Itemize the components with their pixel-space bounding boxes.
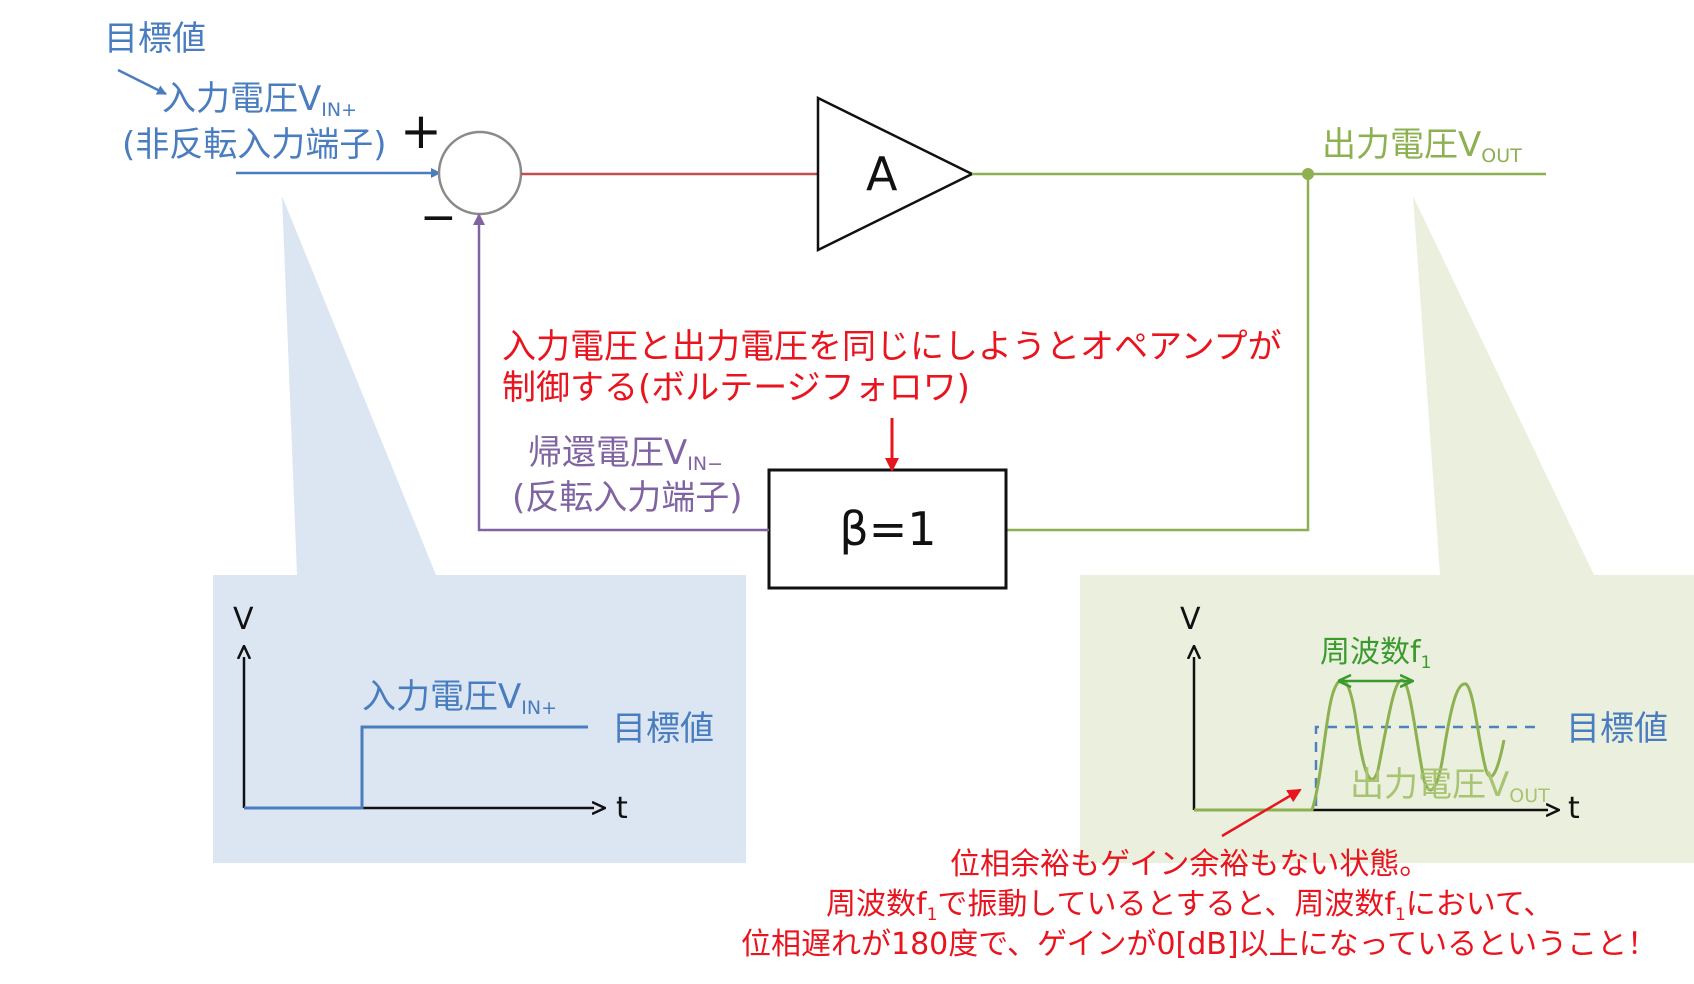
right-t-axis-label: t xyxy=(1568,791,1580,826)
left-callout-pointer xyxy=(282,196,436,575)
target-pointer-arrow xyxy=(117,68,167,96)
beta-label: β=1 xyxy=(839,502,936,556)
left-v-axis-label: V xyxy=(233,602,254,637)
beta-block xyxy=(767,468,1008,590)
right-output-voltage-label: 出力電圧VOUT xyxy=(1350,765,1550,807)
right-v-axis-label: V xyxy=(1180,602,1201,637)
left-input-voltage-label: 入力電圧VIN+ xyxy=(362,677,557,719)
right-callout-pointer xyxy=(1413,196,1594,575)
amplifier-triangle xyxy=(816,95,975,253)
note-line3: 位相遅れが180度で、ゲインが0[dB]以上になっているということ！ xyxy=(741,927,1657,962)
right-target-label: 目標値 xyxy=(1566,709,1668,749)
feedback-path-green xyxy=(1006,174,1310,532)
left-callout-panel xyxy=(213,575,746,863)
feedback-voltage-label: 帰還電圧VIN− xyxy=(528,433,723,475)
inverting-terminal-label: (反転入力端子) xyxy=(512,478,743,518)
amplifier-gain-label: A xyxy=(866,147,898,201)
control-note-line1: 入力電圧と出力電圧を同じにしようとオペアンプが xyxy=(502,327,1282,367)
control-note-line2: 制御する(ボルテージフォロワ) xyxy=(502,368,970,408)
minus-sign: − xyxy=(420,192,457,243)
oscillation-start-pointer xyxy=(1221,788,1302,838)
note-line1: 位相余裕もゲイン余裕もない状態。 xyxy=(950,847,1429,882)
left-t-axis-label: t xyxy=(616,791,628,826)
feedback-path-purple xyxy=(473,213,769,532)
noninverting-terminal-label: (非反転入力端子) xyxy=(122,125,387,165)
note-line2: 周波数f1で振動しているとすると、周波数f1において、 xyxy=(826,887,1553,925)
frequency-label: 周波数f1 xyxy=(1320,635,1431,673)
left-target-label: 目標値 xyxy=(612,709,714,749)
input-voltage-label: 入力電圧VIN+ xyxy=(162,79,357,121)
plus-sign: + xyxy=(400,102,442,160)
left-input-step-line xyxy=(244,725,588,810)
target-label-top: 目標値 xyxy=(104,19,206,59)
output-voltage-label: 出力電圧VOUT xyxy=(1322,125,1522,167)
